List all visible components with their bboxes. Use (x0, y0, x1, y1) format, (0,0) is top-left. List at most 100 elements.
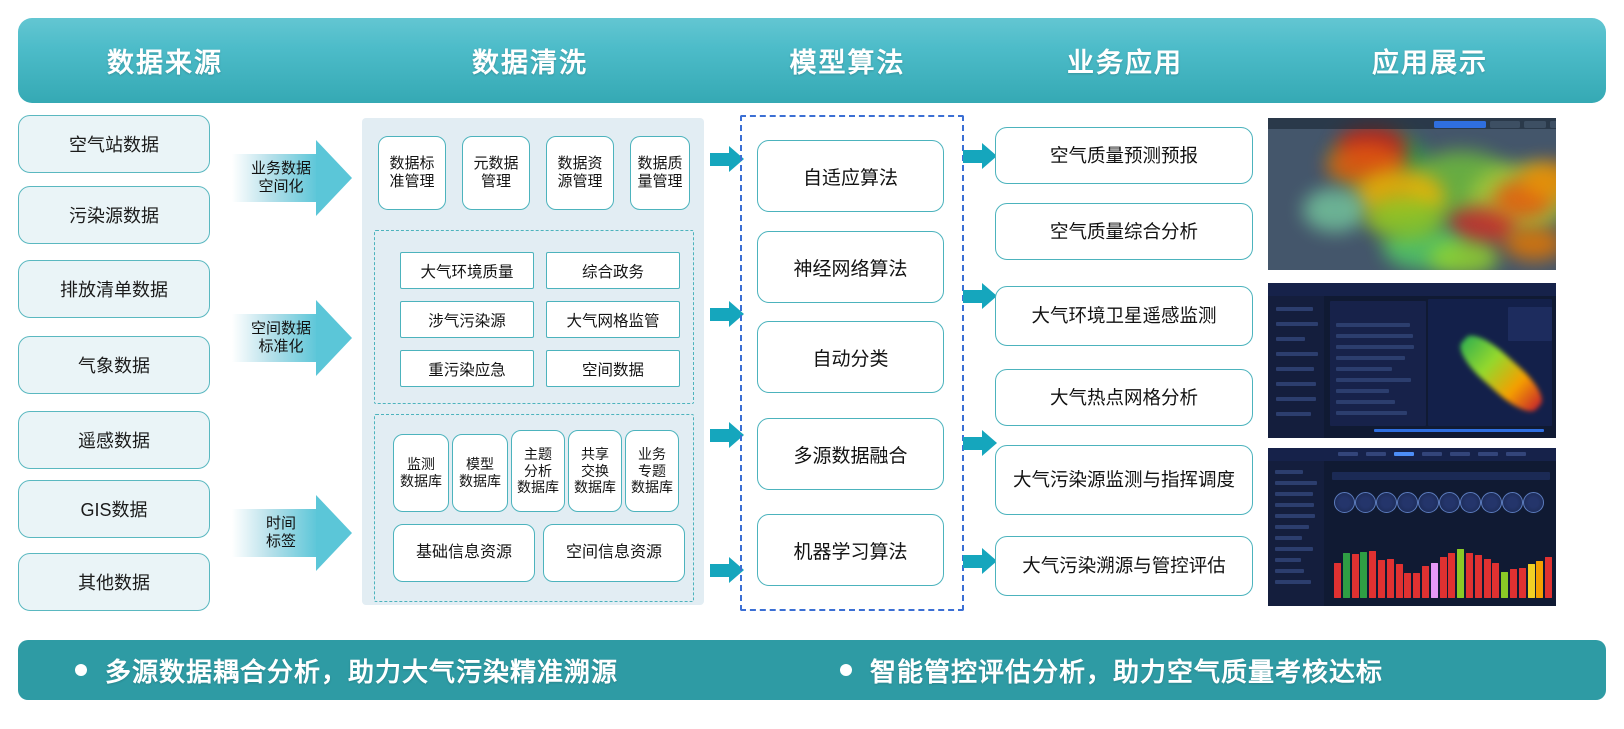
map-toolbar-chip-3 (1550, 120, 1556, 128)
bullet-dot-icon (840, 664, 852, 676)
bar-14 (1457, 548, 1465, 598)
algorithm-box-2[interactable]: 自动分类 (757, 321, 944, 393)
radar-chart-1 (1355, 492, 1376, 513)
application-box-1[interactable]: 空气质量综合分析 (995, 203, 1253, 260)
source-box-1[interactable]: 污染源数据 (18, 186, 210, 244)
algorithm-box-1[interactable]: 神经网络算法 (757, 231, 944, 303)
gradient-arrow-1: 空间数据标准化 (232, 300, 352, 376)
footer-text-1: 智能管控评估分析，助力空气质量考核达标 (870, 656, 1384, 687)
source-box-4[interactable]: 遥感数据 (18, 411, 210, 469)
bar-2 (1351, 554, 1359, 598)
db-line2: 数据库 (400, 473, 442, 489)
filter-row-3 (1336, 356, 1405, 360)
filter-row-8 (1336, 411, 1408, 415)
database-box-1[interactable]: 模型数据库 (452, 434, 508, 512)
sidebar-line-8 (1275, 558, 1301, 562)
gradient-arrow-label-2: 时间标签 (238, 509, 324, 557)
db-line2: 交换 (581, 462, 609, 479)
source-box-2[interactable]: 排放清单数据 (18, 260, 210, 318)
governance-box-2[interactable]: 数据资源管理 (546, 136, 614, 210)
sidebar-line-4 (1275, 514, 1315, 518)
arrow-body (232, 509, 318, 557)
satellite-plume-dashboard[interactable] (1268, 283, 1556, 438)
business-domain-box-4[interactable]: 重污染应急 (400, 350, 534, 387)
topbar-tab-0 (1338, 452, 1358, 456)
bar-16 (1474, 554, 1482, 598)
business-domain-box-0[interactable]: 大气环境质量 (400, 252, 534, 289)
flow-arrow-algo-app-1 (963, 283, 997, 309)
governance-box-1[interactable]: 元数据管理 (462, 136, 530, 210)
air-quality-heatmap-map[interactable] (1268, 118, 1556, 270)
database-box-3[interactable]: 共享交换数据库 (568, 430, 622, 512)
db-line3: 数据库 (517, 479, 559, 496)
map-toolbar-chip-2 (1524, 120, 1546, 128)
box-line1: 数据标 (389, 155, 435, 172)
source-box-5[interactable]: GIS数据 (18, 480, 210, 538)
database-box-0[interactable]: 监测数据库 (393, 434, 449, 512)
algorithm-box-3[interactable]: 多源数据融合 (757, 418, 944, 490)
thumbnail-content (1268, 448, 1556, 606)
flow-arrow-algo-app-0 (963, 143, 997, 169)
arrow-label-line2: 标签 (265, 533, 296, 550)
application-box-0[interactable]: 空气质量预测预报 (995, 127, 1253, 184)
application-box-5[interactable]: 大气污染溯源与管控评估 (995, 536, 1253, 596)
flow-arrow-clean-algo-2 (710, 422, 744, 448)
filter-row-5 (1336, 378, 1412, 382)
sidebar-line-2 (1276, 337, 1306, 341)
source-box-6[interactable]: 其他数据 (18, 553, 210, 611)
source-box-0[interactable]: 空气站数据 (18, 115, 210, 173)
application-box-3[interactable]: 大气热点网格分析 (995, 369, 1253, 426)
database-box-2[interactable]: 主题分析数据库 (511, 430, 565, 512)
application-box-4[interactable]: 大气污染源监测与指挥调度 (995, 445, 1253, 515)
arrow-tip-icon (982, 430, 997, 456)
governance-box-3[interactable]: 数据质量管理 (630, 136, 690, 210)
box-line2: 准管理 (389, 173, 435, 190)
topbar-tab-2 (1394, 452, 1414, 456)
map-toolbar-chip-0 (1434, 120, 1486, 128)
timeline-slider (1374, 429, 1544, 432)
sidebar-line-3 (1276, 352, 1318, 356)
governance-box-0[interactable]: 数据标准管理 (378, 136, 446, 210)
pollution-source-bar-dashboard[interactable] (1268, 448, 1556, 606)
source-box-3[interactable]: 气象数据 (18, 336, 210, 394)
box-line1: 数据资 (557, 155, 603, 172)
filter-row-4 (1336, 367, 1392, 371)
footer-item-0: 多源数据耦合分析，助力大气污染精准溯源 (75, 640, 618, 700)
footer-bar (18, 640, 1606, 700)
resource-box-0[interactable]: 基础信息资源 (393, 524, 535, 582)
sidebar-line-1 (1276, 322, 1318, 326)
map-blob-13 (1365, 197, 1444, 242)
db-line2: 数据库 (459, 473, 501, 489)
db-line3: 数据库 (631, 479, 673, 496)
map-blob-11 (1429, 239, 1500, 270)
box-line1: 数据质 (637, 155, 683, 172)
database-box-4[interactable]: 业务专题数据库 (625, 430, 679, 512)
business-domain-box-5[interactable]: 空间数据 (546, 350, 680, 387)
filter-row-1 (1336, 334, 1414, 338)
bar-13 (1448, 552, 1456, 598)
flow-arrow-clean-algo-1 (710, 301, 744, 327)
application-box-2[interactable]: 大气环境卫星遥感监测 (995, 286, 1253, 346)
footer-item-1: 智能管控评估分析，助力空气质量考核达标 (840, 640, 1383, 700)
algorithm-box-0[interactable]: 自适应算法 (757, 140, 944, 212)
header-label-3: 业务应用 (1067, 48, 1183, 78)
business-domain-box-1[interactable]: 综合政务 (546, 252, 680, 289)
algorithm-box-4[interactable]: 机器学习算法 (757, 514, 944, 586)
arrow-head-icon (316, 495, 352, 571)
filter-row-7 (1336, 400, 1395, 404)
map-blob-8 (1521, 160, 1556, 199)
business-domain-box-2[interactable]: 涉气污染源 (400, 301, 534, 338)
bar-11 (1430, 563, 1438, 598)
flow-arrow-clean-algo-0 (710, 146, 744, 172)
resource-box-1[interactable]: 空间信息资源 (543, 524, 685, 582)
bar-3 (1360, 552, 1368, 598)
db-line1: 业务 (638, 445, 666, 462)
topbar-tab-4 (1450, 452, 1470, 456)
bar-24 (1545, 557, 1553, 598)
map-blob-12 (1504, 227, 1556, 262)
arrow-shaft (710, 564, 730, 577)
bar-7 (1395, 563, 1403, 598)
business-domain-box-3[interactable]: 大气网格监管 (546, 301, 680, 338)
db-line2: 专题 (638, 462, 666, 479)
bar-23 (1536, 561, 1544, 598)
